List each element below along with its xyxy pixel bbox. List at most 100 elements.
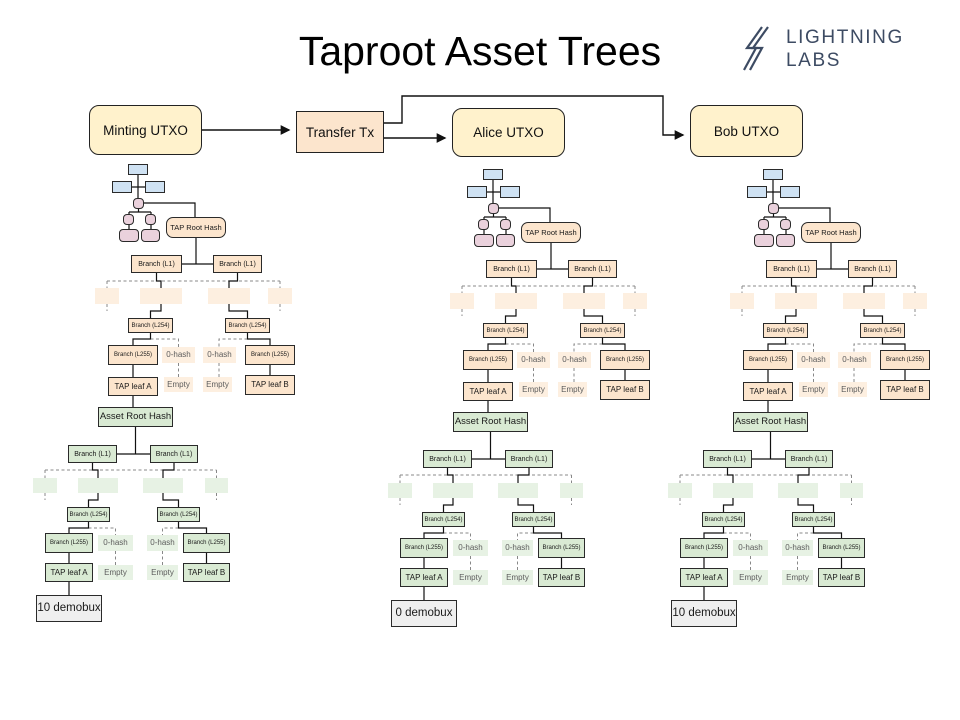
omitted-levels-box (668, 483, 692, 498)
sketch-leaf-node (776, 234, 795, 247)
empty-node: Empty (453, 570, 488, 585)
amount-box: 0 demobux (391, 600, 457, 627)
sketch-script-node (780, 219, 791, 230)
zero-hash-node: 0-hash (782, 540, 813, 556)
zero-hash-node: 0-hash (98, 535, 133, 551)
omitted-levels-box (713, 483, 753, 498)
branch-l254-node: Branch (L254) (512, 512, 555, 527)
omitted-levels-box (730, 293, 754, 309)
omitted-levels-box (903, 293, 927, 309)
tap-leaf-a-node: TAP leaf A (463, 382, 513, 401)
branch-l255-node: Branch (L255) (600, 350, 650, 370)
zero-hash-node: 0-hash (502, 540, 533, 556)
omitted-levels-box (778, 483, 818, 498)
tap-leaf-a-node: TAP leaf A (743, 382, 793, 401)
empty-node: Empty (164, 377, 193, 392)
omitted-levels-box (143, 478, 183, 493)
tap-leaf-a-node: TAP leaf A (680, 568, 728, 587)
branch-l1-node: Branch (L1) (785, 450, 833, 468)
branch-l255-node: Branch (L255) (538, 538, 585, 558)
branch-l1-node: Branch (L1) (150, 445, 198, 463)
zero-hash-node: 0-hash (147, 535, 178, 551)
empty-node: Empty (733, 570, 768, 585)
empty-node: Empty (98, 565, 133, 580)
branch-l254-node: Branch (L254) (157, 507, 200, 522)
branch-l254-node: Branch (L254) (225, 318, 270, 333)
omitted-levels-box (388, 483, 412, 498)
omitted-levels-box (498, 483, 538, 498)
tap-leaf-a-node: TAP leaf A (400, 568, 448, 587)
omitted-levels-box (623, 293, 647, 309)
tap-leaf-a-node: TAP leaf A (108, 377, 158, 396)
omitted-levels-box (433, 483, 473, 498)
slide-title: Taproot Asset Trees (298, 28, 662, 74)
sketch-tx-node (500, 186, 520, 198)
branch-l254-node: Branch (L254) (580, 323, 625, 338)
branch-l1-node: Branch (L1) (423, 450, 472, 468)
branch-l255-node: Branch (L255) (400, 538, 448, 558)
sketch-leaf-node (141, 229, 160, 242)
omitted-levels-box (78, 478, 118, 493)
tap-root-hash-node: TAP Root Hash (166, 217, 226, 238)
empty-node: Empty (203, 377, 232, 392)
branch-l254-node: Branch (L254) (483, 323, 528, 338)
branch-l255-node: Branch (L255) (463, 350, 513, 370)
empty-node: Empty (519, 382, 548, 397)
branch-l1-node: Branch (L1) (505, 450, 553, 468)
branch-l255-node: Branch (L255) (183, 533, 230, 553)
omitted-levels-box (33, 478, 57, 493)
tap-leaf-b-node: TAP leaf B (880, 380, 930, 400)
sketch-tx-node (145, 181, 165, 193)
tap-root-hash-node: TAP Root Hash (521, 222, 581, 243)
omitted-levels-box (205, 478, 228, 493)
branch-l254-node: Branch (L254) (792, 512, 835, 527)
branch-l255-node: Branch (L255) (743, 350, 793, 370)
tap-leaf-a-node: TAP leaf A (45, 563, 93, 582)
branch-l255-node: Branch (L255) (45, 533, 93, 553)
sketch-leaf-node (496, 234, 515, 247)
omitted-levels-box (268, 288, 292, 304)
branch-l255-node: Branch (L255) (245, 345, 295, 365)
zero-hash-node: 0-hash (517, 352, 550, 368)
lightning-labs-logo: LIGHTNING LABS (735, 24, 904, 74)
zero-hash-node: 0-hash (453, 540, 488, 556)
tree-connectors (679, 180, 916, 600)
zero-hash-node: 0-hash (838, 352, 871, 368)
minting-utxo-box: Minting UTXO (89, 105, 202, 155)
sketch-script-node (768, 203, 779, 214)
sketch-tx-node (483, 169, 503, 180)
branch-l1-node: Branch (L1) (213, 255, 262, 273)
transfer-tx-box: Transfer Tx (296, 111, 384, 153)
branch-l255-node: Branch (L255) (818, 538, 865, 558)
branch-l1-node: Branch (L1) (766, 260, 817, 278)
omitted-levels-box (843, 293, 885, 309)
empty-node: Empty (782, 570, 813, 585)
asset-root-hash-node: Asset Root Hash (733, 412, 808, 432)
sketch-leaf-node (754, 234, 774, 247)
branch-l255-node: Branch (L255) (108, 345, 158, 365)
sketch-tx-node (780, 186, 800, 198)
asset-root-hash-node: Asset Root Hash (98, 407, 173, 427)
branch-l254-node: Branch (L254) (67, 507, 110, 522)
empty-node: Empty (558, 382, 587, 397)
omitted-levels-box (563, 293, 605, 309)
tap-root-hash-node: TAP Root Hash (801, 222, 861, 243)
lightning-bolt-icon (743, 26, 769, 71)
omitted-levels-box (140, 288, 182, 304)
zero-hash-node: 0-hash (558, 352, 591, 368)
tap-leaf-b-node: TAP leaf B (818, 568, 865, 587)
sketch-tx-node (763, 169, 783, 180)
tree-connectors (399, 180, 636, 600)
alice-utxo-box: Alice UTXO (452, 108, 565, 157)
tap-leaf-b-node: TAP leaf B (245, 375, 295, 395)
sketch-script-node (123, 214, 134, 225)
sketch-leaf-node (119, 229, 139, 242)
zero-hash-node: 0-hash (797, 352, 830, 368)
empty-node: Empty (147, 565, 178, 580)
arrow-transfer-to-bob (384, 95, 685, 140)
sketch-script-node (145, 214, 156, 225)
sketch-script-node (758, 219, 769, 230)
branch-l1-node: Branch (L1) (568, 260, 617, 278)
